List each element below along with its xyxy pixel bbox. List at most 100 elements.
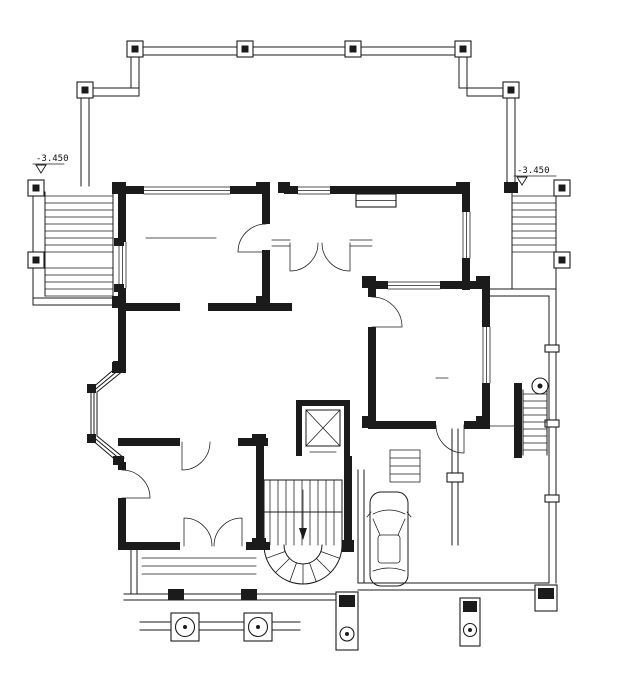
structural-column (114, 284, 124, 292)
column-core (131, 45, 139, 53)
bay-glazing (90, 365, 125, 463)
walls (118, 186, 490, 550)
column-core (32, 184, 40, 192)
column-marker (344, 40, 362, 58)
door-swing (321, 242, 351, 272)
column-core (558, 184, 566, 192)
wall-segment (118, 438, 180, 446)
porch-beams (123, 549, 341, 631)
door-swing (213, 517, 243, 547)
garage-walls (357, 428, 459, 584)
structural-column (456, 182, 470, 194)
wall-segment (482, 383, 490, 429)
porch-steps (141, 557, 257, 575)
bay-mullion-block (113, 456, 124, 465)
stair-left-landing-edge (32, 297, 125, 306)
stair-left-rails (32, 183, 114, 306)
wall-segment (284, 186, 298, 194)
door-swing (183, 517, 213, 547)
door-swing (435, 424, 465, 454)
wall-segment (482, 281, 490, 327)
pergola-beams (80, 46, 516, 187)
elevator-x-mark (305, 409, 341, 447)
wall-segment (330, 186, 358, 194)
wall-segment (118, 186, 126, 242)
column-core (241, 45, 249, 53)
column-marker (27, 179, 45, 197)
column-core (81, 86, 89, 94)
side-stair-treads (522, 393, 548, 451)
column-marker (553, 179, 571, 197)
wall-segment (462, 258, 470, 290)
bay-mullion-block (87, 384, 96, 393)
wall-segment (118, 186, 144, 194)
elevator-shaft-wall (296, 400, 350, 406)
wall-segment (344, 456, 352, 550)
door-swing (371, 296, 403, 328)
side-stair-rails (522, 389, 548, 456)
stair-right-rails (511, 191, 557, 290)
wall-segment (514, 383, 522, 458)
car-mirrors (366, 511, 412, 518)
column-core (459, 45, 467, 53)
porch-column-cap (241, 589, 257, 600)
elevation-label-right: -3.450 (517, 166, 550, 176)
railing-post (544, 494, 560, 503)
porch-post-core (468, 628, 472, 632)
wall-segment (118, 303, 180, 311)
garage (357, 425, 515, 584)
car (366, 491, 412, 587)
elevation-marker-left: -3.450 (32, 154, 69, 174)
elevation-label-left: -3.450 (36, 154, 69, 164)
porch-column-core (183, 625, 187, 629)
column-core (32, 256, 40, 264)
structural-column (112, 362, 126, 373)
structural-column (114, 238, 124, 246)
entry-porch (123, 549, 558, 651)
structural-column (362, 416, 376, 428)
main-staircase (263, 479, 343, 585)
column-marker (236, 40, 254, 58)
garage-entry-steps (389, 449, 421, 483)
wall-segment (440, 281, 490, 289)
wall-segment (256, 438, 264, 550)
stair-winder-treads (265, 551, 341, 585)
wall-segment (368, 327, 376, 429)
elevator-shaft-wall (296, 400, 302, 456)
door-swing (121, 469, 151, 499)
wall-segment (262, 250, 270, 310)
garage-wall-window (446, 472, 464, 483)
wall-segment (368, 281, 388, 289)
elevation-triangle-right (516, 176, 528, 186)
wall-segment (230, 186, 270, 194)
vestibule-wall-stubs (271, 239, 373, 247)
stair-column-core (537, 383, 543, 389)
structural-column (252, 538, 266, 550)
column-grid (27, 40, 571, 269)
structural-column (252, 434, 266, 446)
wall-segment (208, 303, 292, 311)
railing-post (544, 419, 560, 428)
elevation-triangle-left (35, 164, 47, 174)
column-core (507, 86, 515, 94)
structural-column (112, 296, 126, 308)
terrace-rails (357, 288, 557, 591)
car-body (369, 491, 409, 587)
elevator-shaft-wall (344, 400, 350, 456)
structural-column (476, 276, 490, 288)
door-swing (181, 441, 211, 471)
wall-segment (358, 186, 394, 194)
porch-post-cap (538, 588, 554, 599)
porch-post-cap (463, 601, 477, 612)
elevator (296, 400, 350, 456)
column-marker (27, 251, 45, 269)
car-rear-window (372, 567, 406, 572)
porch-column-core (256, 625, 260, 629)
stair-right-treads (511, 195, 557, 253)
stair-direction-arrow (299, 528, 307, 540)
column-core (349, 45, 357, 53)
terrace-right-edge (357, 288, 560, 591)
side-staircase (514, 377, 549, 458)
elevator-cab (305, 409, 341, 447)
